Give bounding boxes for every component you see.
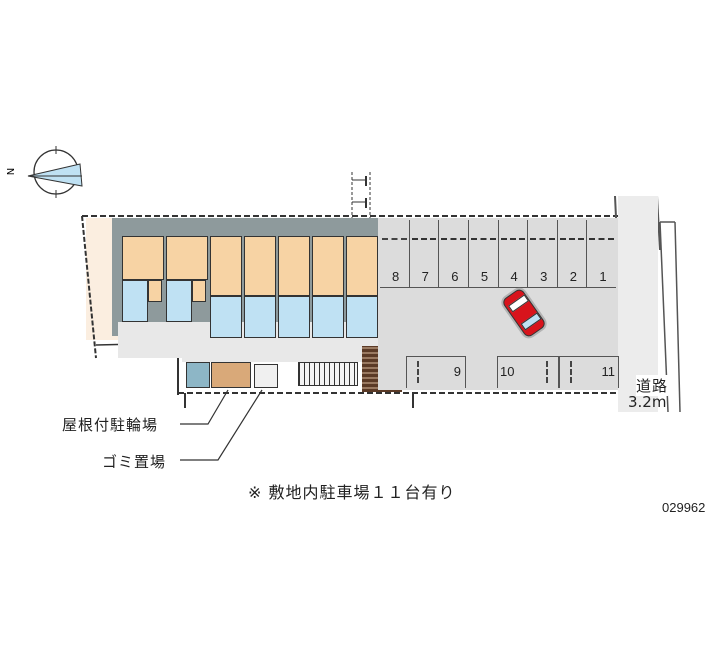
parking-space: 8 [380,220,410,288]
space-number: 5 [480,269,489,284]
parking-note: ※ 敷地内駐車場１１台有り [248,483,456,502]
unit-1-bath [122,280,148,322]
space-number: 3 [540,269,548,284]
unit-4-bath [244,296,276,338]
unit-7-living [346,236,378,296]
unit-2-kitchen [192,280,206,302]
unit-7-bath [346,296,378,338]
property-id: 029962 [662,500,706,515]
parking-space: 7 [409,220,440,288]
covered-bicycle-parking [211,362,251,388]
parking-space: 5 [468,220,499,288]
unit-5-bath [278,296,310,338]
north-arrow-compass-icon: N [6,140,88,210]
space-number: 2 [569,269,577,284]
parking-space: 4 [498,220,529,288]
garbage-area [254,364,278,388]
unit-2-bath [166,280,192,322]
parking-row-top: 8 7 6 5 4 3 2 1 [380,220,616,288]
space-number: 1 [599,269,607,284]
parking-space-10: 10 [497,356,559,388]
unit-3-bath [210,296,242,338]
unit-4-living [244,236,276,296]
parking-space: 3 [528,220,558,288]
parking-space: 1 [587,220,616,288]
space-number: 9 [453,364,461,379]
unit-1-living [122,236,164,280]
space-number: 8 [392,269,400,284]
space-number: 4 [510,269,518,284]
road-width: 3.2m [628,393,667,411]
unit-5-living [278,236,310,296]
apartment-units [118,232,380,342]
road-label: 道路 [636,375,669,396]
parking-space-9: 9 [406,356,466,388]
building-corridor-lower [182,340,380,362]
bike-area-small [186,362,210,388]
space-number: 7 [421,269,429,284]
callout-garbage-area: ゴミ置場 [102,453,167,471]
parking-space-11: 11 [559,356,619,388]
unit-2-living [166,236,208,280]
unit-6-living [312,236,344,296]
unit-1-kitchen [148,280,162,302]
staircase [298,362,358,386]
callout-covered-bicycle-parking: 屋根付駐輪場 [62,416,159,434]
gate-symbol-icon [351,172,371,218]
parking-space: 6 [439,220,469,288]
space-number: 6 [451,269,459,284]
unit-6-bath [312,296,344,338]
space-number: 10 [500,364,515,379]
parking-space: 2 [557,220,588,288]
space-number: 11 [601,364,616,379]
unit-3-living [210,236,242,296]
